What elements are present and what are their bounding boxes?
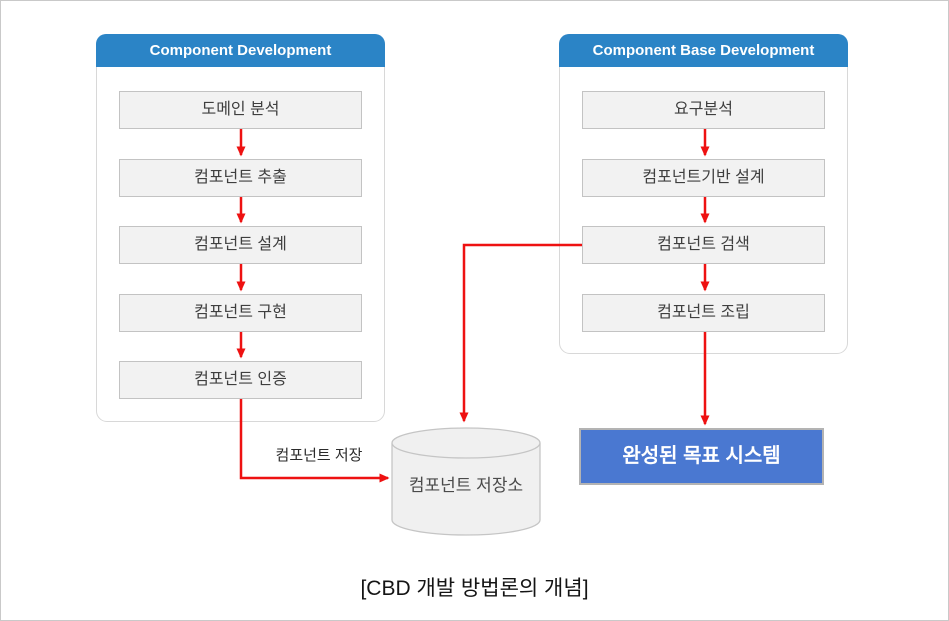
store-arrow-label: 컴포넌트 저장 bbox=[275, 447, 363, 464]
step-component-implementation: 컴포넌트 구현 bbox=[119, 294, 362, 332]
step-domain-analysis: 도메인 분석 bbox=[119, 91, 362, 129]
step-component-certification: 컴포넌트 인증 bbox=[119, 361, 362, 399]
panel-component-development: Component Development 도메인 분석 컴포넌트 추출 컴포넌… bbox=[96, 34, 385, 422]
step-component-search: 컴포넌트 검색 bbox=[582, 226, 825, 264]
step-requirements-analysis: 요구분석 bbox=[582, 91, 825, 129]
panel-component-base-development: Component Base Development 요구분석 컴포넌트기반 설… bbox=[559, 34, 848, 354]
panel-component-development-header: Component Development bbox=[96, 34, 385, 67]
step-component-design: 컴포넌트 설계 bbox=[119, 226, 362, 264]
diagram-caption: [CBD 개발 방법론의 개념] bbox=[360, 577, 589, 600]
step-component-based-design: 컴포넌트기반 설계 bbox=[582, 159, 825, 197]
step-component-assembly: 컴포넌트 조립 bbox=[582, 294, 825, 332]
repository-label: 컴포넌트 저장소 bbox=[408, 476, 524, 495]
target-system-box: 완성된 목표 시스템 bbox=[579, 428, 824, 485]
step-component-extraction: 컴포넌트 추출 bbox=[119, 159, 362, 197]
panel-component-base-development-header: Component Base Development bbox=[559, 34, 848, 67]
